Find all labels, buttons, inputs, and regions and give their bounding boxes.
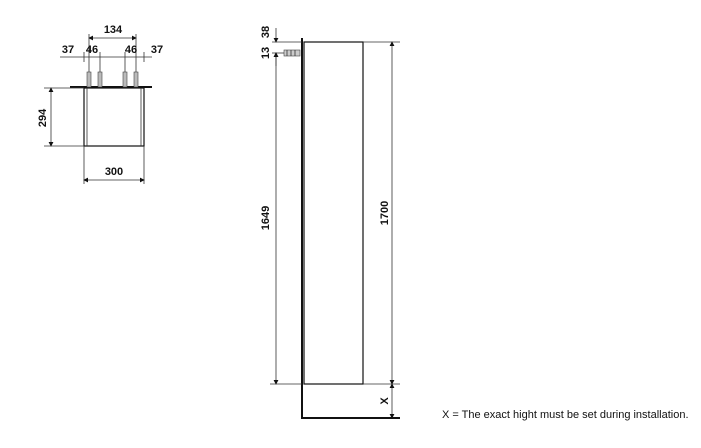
dim-1700: 1700 [379,201,391,225]
cabinet-outline-top-view [83,87,145,147]
tall-cabinet-outline [303,41,364,385]
dim-13: 13 [260,47,272,59]
installation-note: X = The exact hight must be set during i… [442,409,689,421]
dim-134: 134 [104,24,123,36]
dim-37-right: 37 [151,44,163,56]
dim-300: 300 [105,166,123,178]
dim-38: 38 [260,26,272,38]
connection-fitting [283,49,301,57]
dim-46-right: 46 [125,44,137,56]
side-view: 38 13 1649 1700 X [260,26,400,419]
dim-x: X [379,397,391,405]
dim-1649: 1649 [260,206,272,230]
connection-pins [86,71,139,88]
dim-46-left: 46 [86,44,98,56]
dim-37-left: 37 [62,44,74,56]
top-view: 134 37 46 46 37 294 300 [37,24,163,184]
dim-294: 294 [37,108,49,127]
